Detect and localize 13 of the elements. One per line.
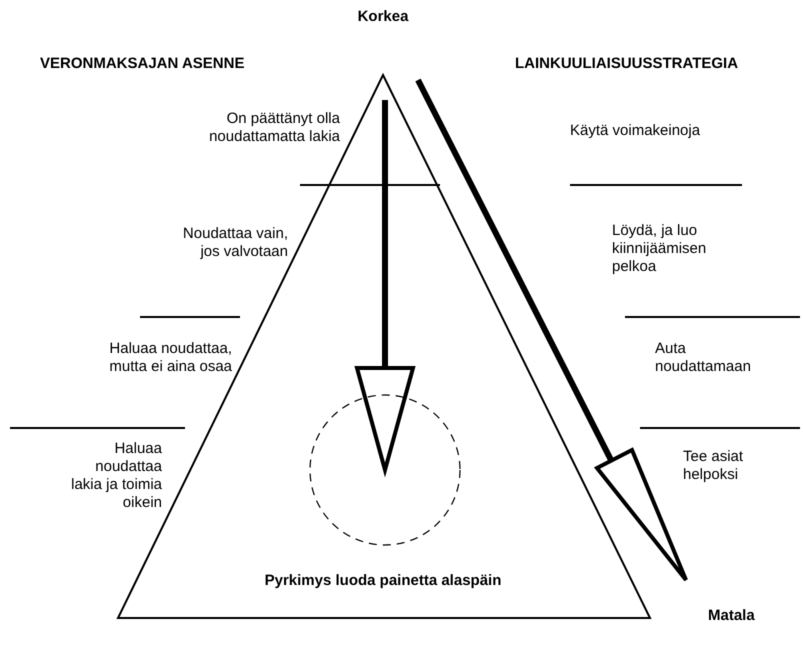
attitude-text: Noudattaa vain, jos valvotaan [182, 225, 288, 261]
scale-label: Korkea [358, 8, 408, 26]
attitude-text: Haluaa noudattaa lakia ja toimia oikein [70, 440, 162, 512]
strategy-text: Auta noudattamaan [655, 340, 752, 376]
scale-label: Matala [708, 607, 755, 625]
strategy-text: Tee asiat helpoksi [683, 448, 744, 484]
column-heading: LAINKUULIAISUUSSTRATEGIA [515, 55, 738, 73]
caption-text: Pyrkimys luoda painetta alaspäin [264, 572, 502, 590]
attitude-text: Haluaa noudattaa, mutta ei aina osaa [108, 340, 232, 376]
column-heading: VERONMAKSAJAN ASENNE [40, 55, 244, 73]
attitude-text: On päättänyt olla noudattamatta lakia [208, 110, 340, 146]
strategy-text: Käytä voimakeinoja [570, 122, 702, 140]
strategy-text: Löydä, ja luo kiinnijäämisen pelkoa [612, 222, 708, 276]
